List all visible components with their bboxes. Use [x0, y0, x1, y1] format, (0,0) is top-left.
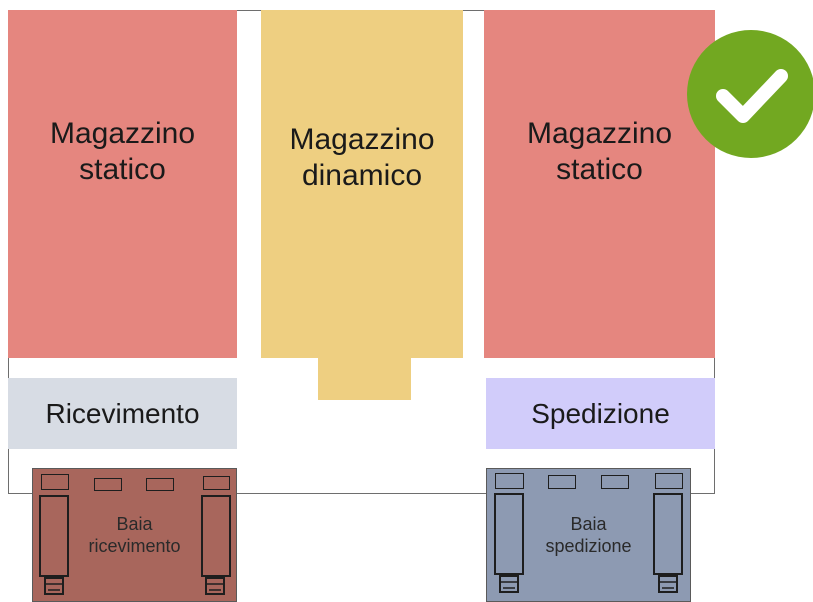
dock-slot — [94, 478, 122, 491]
dock-slot — [146, 478, 174, 491]
dynamic-warehouse: Magazzino dinamico — [261, 10, 463, 358]
receiving-bay-label: Baia ricevimento — [88, 513, 181, 557]
truck-icon — [39, 495, 69, 595]
shipping-area: Spedizione — [486, 378, 715, 449]
shipping-bay-label: Baia spedizione — [545, 513, 632, 557]
dock-slot — [41, 474, 69, 490]
truck-icon — [201, 495, 231, 595]
dynamic-warehouse-extension — [318, 356, 411, 400]
receiving-area: Ricevimento — [8, 378, 237, 449]
dock-slot — [601, 475, 629, 489]
dock-slot — [495, 473, 524, 489]
static-warehouse-left: Magazzino statico — [8, 10, 237, 358]
shipping-bay: Baia spedizione — [486, 468, 691, 602]
static-warehouse-right: Magazzino statico — [484, 10, 715, 358]
checkmark-badge — [687, 30, 813, 158]
static-warehouse-right-label: Magazzino statico — [526, 117, 673, 186]
truck-icon — [494, 493, 524, 593]
dock-slot — [548, 475, 576, 489]
truck-icon — [653, 493, 683, 593]
receiving-area-label: Ricevimento — [45, 397, 200, 429]
dynamic-warehouse-label: Magazzino dinamico — [289, 123, 435, 192]
shipping-area-label: Spedizione — [531, 397, 670, 429]
dock-slot — [655, 473, 683, 489]
dock-slot — [203, 476, 230, 490]
checkmark-icon — [716, 69, 788, 123]
static-warehouse-left-label: Magazzino statico — [49, 117, 196, 186]
